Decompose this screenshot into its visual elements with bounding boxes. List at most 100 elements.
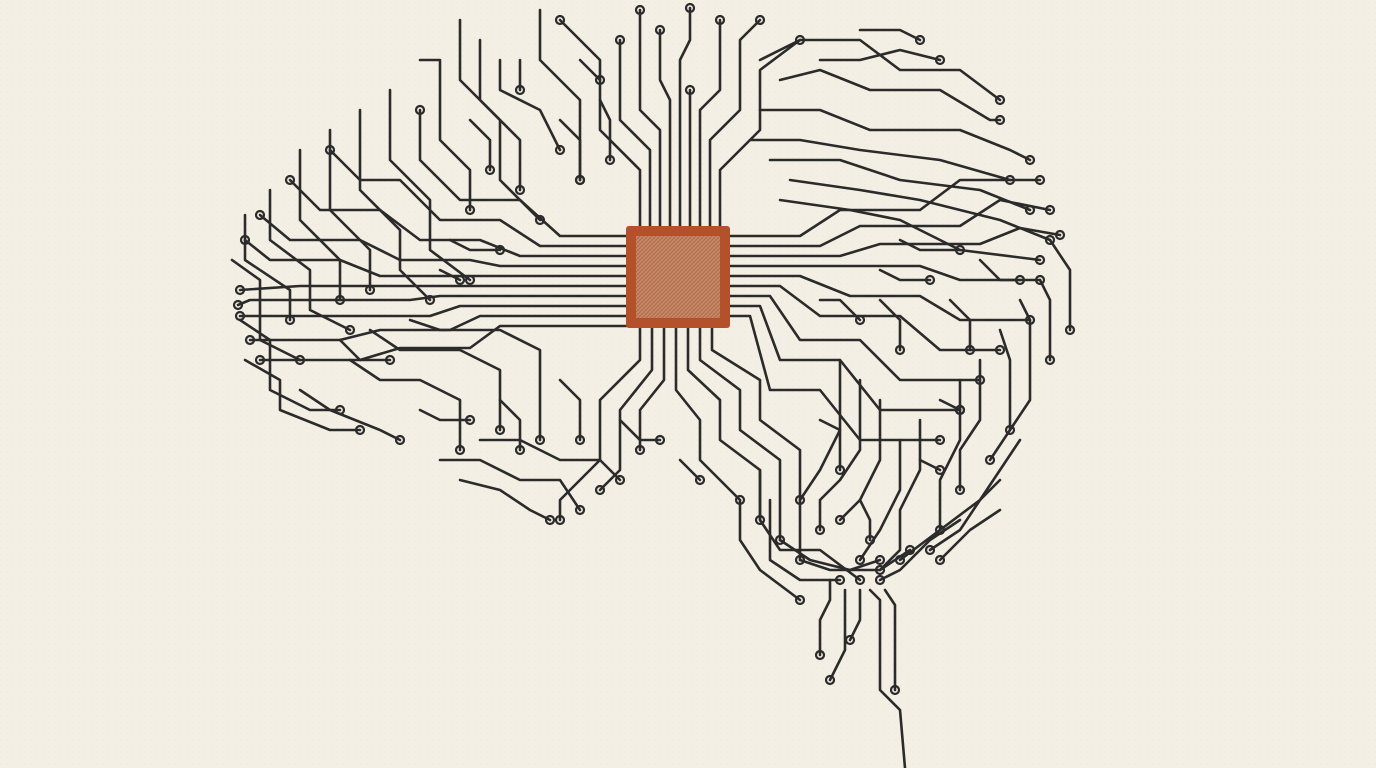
circuit-trace <box>818 418 842 472</box>
circuit-pad <box>774 534 786 546</box>
circuit-pad <box>284 314 296 326</box>
circuit-pad <box>574 434 586 446</box>
circuit-pad <box>534 214 546 226</box>
circuit-pad <box>594 484 606 496</box>
circuit-pad <box>824 674 836 686</box>
circuit-pad <box>614 34 626 46</box>
circuit-pad <box>244 334 256 346</box>
circuit-trace <box>898 238 962 252</box>
circuit-pad <box>574 504 586 516</box>
circuit-pad <box>794 34 806 46</box>
circuit-trace <box>698 18 722 228</box>
circuit-trace <box>348 358 462 452</box>
circuit-pad <box>894 344 906 356</box>
circuit-pad <box>854 314 866 326</box>
circuit-pad <box>554 514 566 526</box>
circuit-trace <box>418 108 628 238</box>
circuit-pad <box>754 14 766 26</box>
circuit-trace <box>238 304 628 318</box>
circuit-pad <box>484 164 496 176</box>
circuit-pad <box>334 294 346 306</box>
circuit-pad <box>874 574 886 586</box>
circuit-pad <box>294 354 306 366</box>
circuit-pad <box>239 234 251 246</box>
circuit-trace <box>268 188 352 332</box>
circuit-trace <box>258 324 628 362</box>
circuit-pad <box>994 114 1006 126</box>
circuit-pad <box>1044 204 1056 216</box>
circuit-trace <box>818 48 942 62</box>
circuit-pad <box>934 554 946 566</box>
circuit-pad <box>384 354 396 366</box>
circuit-pad <box>934 464 946 476</box>
circuit-trace <box>638 8 662 228</box>
circuit-pad <box>854 554 866 566</box>
circuit-pad <box>654 434 666 446</box>
circuit-trace <box>1038 278 1052 362</box>
circuit-trace <box>243 213 292 322</box>
circuit-trace <box>748 138 1012 182</box>
chip-hatching <box>636 236 720 318</box>
circuit-pad <box>574 174 586 186</box>
circuit-pad <box>454 274 466 286</box>
circuit-trace <box>358 108 432 302</box>
circuit-pad <box>1024 204 1036 216</box>
circuit-trace <box>1008 298 1032 432</box>
circuit-pad <box>924 274 936 286</box>
circuit-trace <box>878 268 932 282</box>
circuit-pad <box>634 444 646 456</box>
circuit-trace <box>658 28 672 228</box>
circuit-pad <box>734 494 746 506</box>
circuit-trace <box>388 88 472 282</box>
circuit-trace <box>598 326 654 492</box>
circuit-trace <box>838 398 882 522</box>
circuit-trace <box>858 28 922 42</box>
circuit-trace <box>858 498 872 542</box>
circuit-trace <box>236 294 628 307</box>
circuit-trace <box>618 38 652 228</box>
circuit-trace <box>558 118 582 182</box>
circuit-trace <box>818 298 862 322</box>
circuit-pad <box>344 324 356 336</box>
circuit-pad <box>1034 174 1046 186</box>
circuit-trace <box>728 274 1032 322</box>
circuit-pad <box>454 444 466 456</box>
circuit-trace <box>938 508 1002 562</box>
circuit-pad <box>1024 314 1036 326</box>
circuit-trace <box>958 358 982 492</box>
circuit-pad <box>684 2 696 14</box>
circuit-trace <box>698 326 782 542</box>
circuit-pad <box>494 424 506 436</box>
circuit-pad <box>714 14 726 26</box>
circuit-pad <box>814 649 826 661</box>
circuit-trace <box>558 18 642 228</box>
circuit-trace <box>238 284 628 292</box>
circuit-trace <box>418 58 472 212</box>
circuit-pad <box>954 404 966 416</box>
circuit-pad <box>994 94 1006 106</box>
circuit-pad <box>514 444 526 456</box>
circuit-trace <box>728 226 1062 258</box>
circuit-trace <box>298 148 342 302</box>
circuit-pad <box>904 544 916 556</box>
circuit-pad <box>284 174 296 186</box>
circuit-pad <box>334 404 346 416</box>
circuit-trace <box>598 98 612 162</box>
circuit-pad <box>964 344 976 356</box>
circuit-trace <box>788 178 1052 242</box>
circuit-pad <box>834 574 846 586</box>
circuit-pad <box>354 424 366 436</box>
circuit-trace <box>728 178 1042 238</box>
circuit-trace <box>558 326 642 522</box>
circuit-pad <box>604 154 616 166</box>
circuit-pad <box>614 474 626 486</box>
circuit-pad <box>814 524 826 536</box>
circuit-pad <box>934 524 946 536</box>
circuit-pad <box>364 284 376 296</box>
circuit-pad <box>234 310 246 322</box>
circuit-pad <box>594 74 606 86</box>
processor-chip-icon <box>626 226 730 328</box>
circuit-trace <box>238 318 342 412</box>
circuit-trace <box>448 238 502 252</box>
circuit-pad <box>514 84 526 96</box>
